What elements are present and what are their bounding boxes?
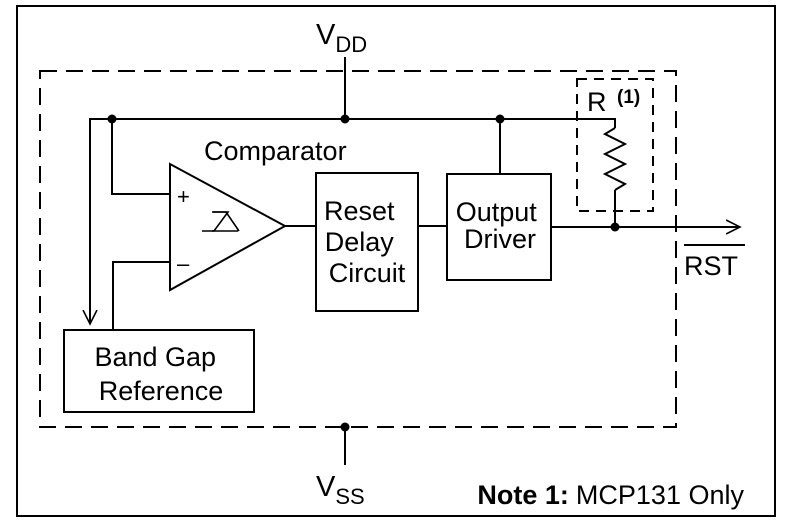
vss-pin-label: VSS (316, 471, 365, 509)
comparator-symbol (169, 162, 288, 292)
band-gap-label: Band Gap Reference (94, 342, 223, 406)
outer-frame (16, 5, 776, 517)
reset-delay-label: Reset Delay Circuit (324, 196, 406, 288)
vdd-to-plus-wire (111, 119, 170, 195)
rst-pin-label: RST (684, 251, 738, 281)
resistor-wire-top (577, 118, 616, 128)
resistor-symbol (602, 127, 628, 191)
output-driver-label: Output Driver (456, 197, 545, 254)
hysteresis-icon (212, 211, 240, 232)
reset-delay-circuit-box (315, 172, 419, 312)
band-gap-reference-box (63, 329, 255, 413)
comparator-minus-sign: – (177, 251, 190, 276)
junction-dot (340, 422, 350, 432)
resistor-note-ref: (1) (617, 87, 640, 108)
footnote: Note 1:MCP131 Only (477, 480, 744, 510)
vdd-to-bandgap-wire (90, 118, 112, 324)
device-boundary (39, 70, 677, 428)
junction-dot (610, 222, 620, 232)
bandgap-to-minus-wire (112, 261, 170, 330)
vdd-pin-label: VDD (316, 19, 367, 57)
comparator-plus-sign: + (177, 184, 190, 209)
resistor-label: R (587, 87, 607, 117)
comparator-label: Comparator (204, 136, 347, 166)
junction-dot (340, 114, 350, 124)
